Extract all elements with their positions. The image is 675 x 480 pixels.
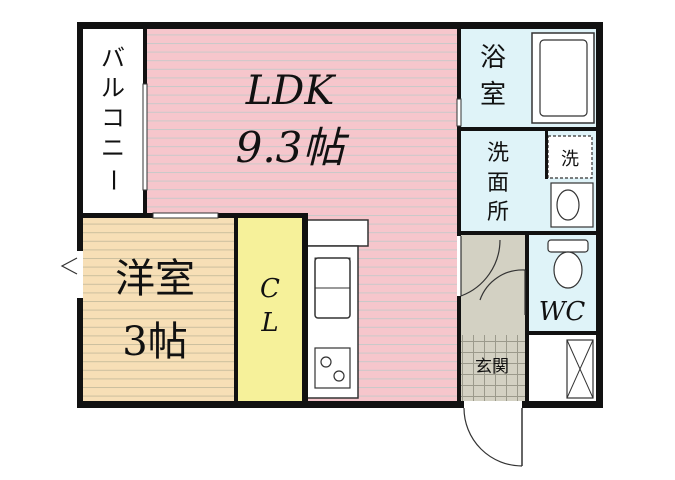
- kitchen-counter: [305, 219, 369, 399]
- wc-door: [479, 269, 526, 315]
- washer-space: [547, 135, 593, 179]
- balcony-char: バ: [101, 44, 125, 72]
- bath-label-2: 室: [480, 80, 506, 110]
- entrance-label: 玄関: [475, 357, 509, 377]
- balcony-char-bar: ー: [99, 168, 127, 192]
- washroom-label-3: 所: [487, 200, 509, 225]
- balcony-char: ニ: [101, 134, 125, 162]
- walls: [77, 22, 603, 408]
- wash-basin: [550, 182, 594, 228]
- western-exterior-door: [60, 251, 83, 298]
- western-room-name-label: 洋室: [115, 256, 195, 302]
- bath-label-1: 浴: [480, 43, 506, 73]
- balcony-label: バ ル コ ニ ー: [99, 44, 127, 192]
- closet-floor: [238, 218, 302, 401]
- windows: [142, 83, 462, 219]
- bathtub: [531, 32, 595, 124]
- ldk-name-label: LDK: [245, 68, 337, 114]
- balcony-char: ル: [101, 74, 125, 102]
- closet-label-c: C: [260, 274, 280, 304]
- wc-label: WC: [539, 297, 586, 327]
- entrance-floor: [461, 335, 525, 401]
- closet-label-l: L: [260, 308, 278, 338]
- hall-floor: [461, 235, 525, 335]
- balcony-area: [83, 29, 143, 215]
- entrance-door: [463, 401, 523, 467]
- storage-cabinet: [566, 339, 594, 399]
- western-room-floor-lines: [83, 218, 235, 401]
- stove: [314, 347, 351, 389]
- washroom-label-2: 面: [487, 171, 509, 196]
- toilet: [547, 239, 589, 289]
- western-room-size-label: 3帖: [122, 319, 187, 365]
- washer-label: 洗: [561, 149, 579, 170]
- hall-door: [457, 236, 501, 297]
- ldk-size-label: 9.3帖: [236, 123, 350, 172]
- balcony-char: コ: [101, 104, 125, 132]
- washroom-label-1: 洗: [487, 141, 509, 166]
